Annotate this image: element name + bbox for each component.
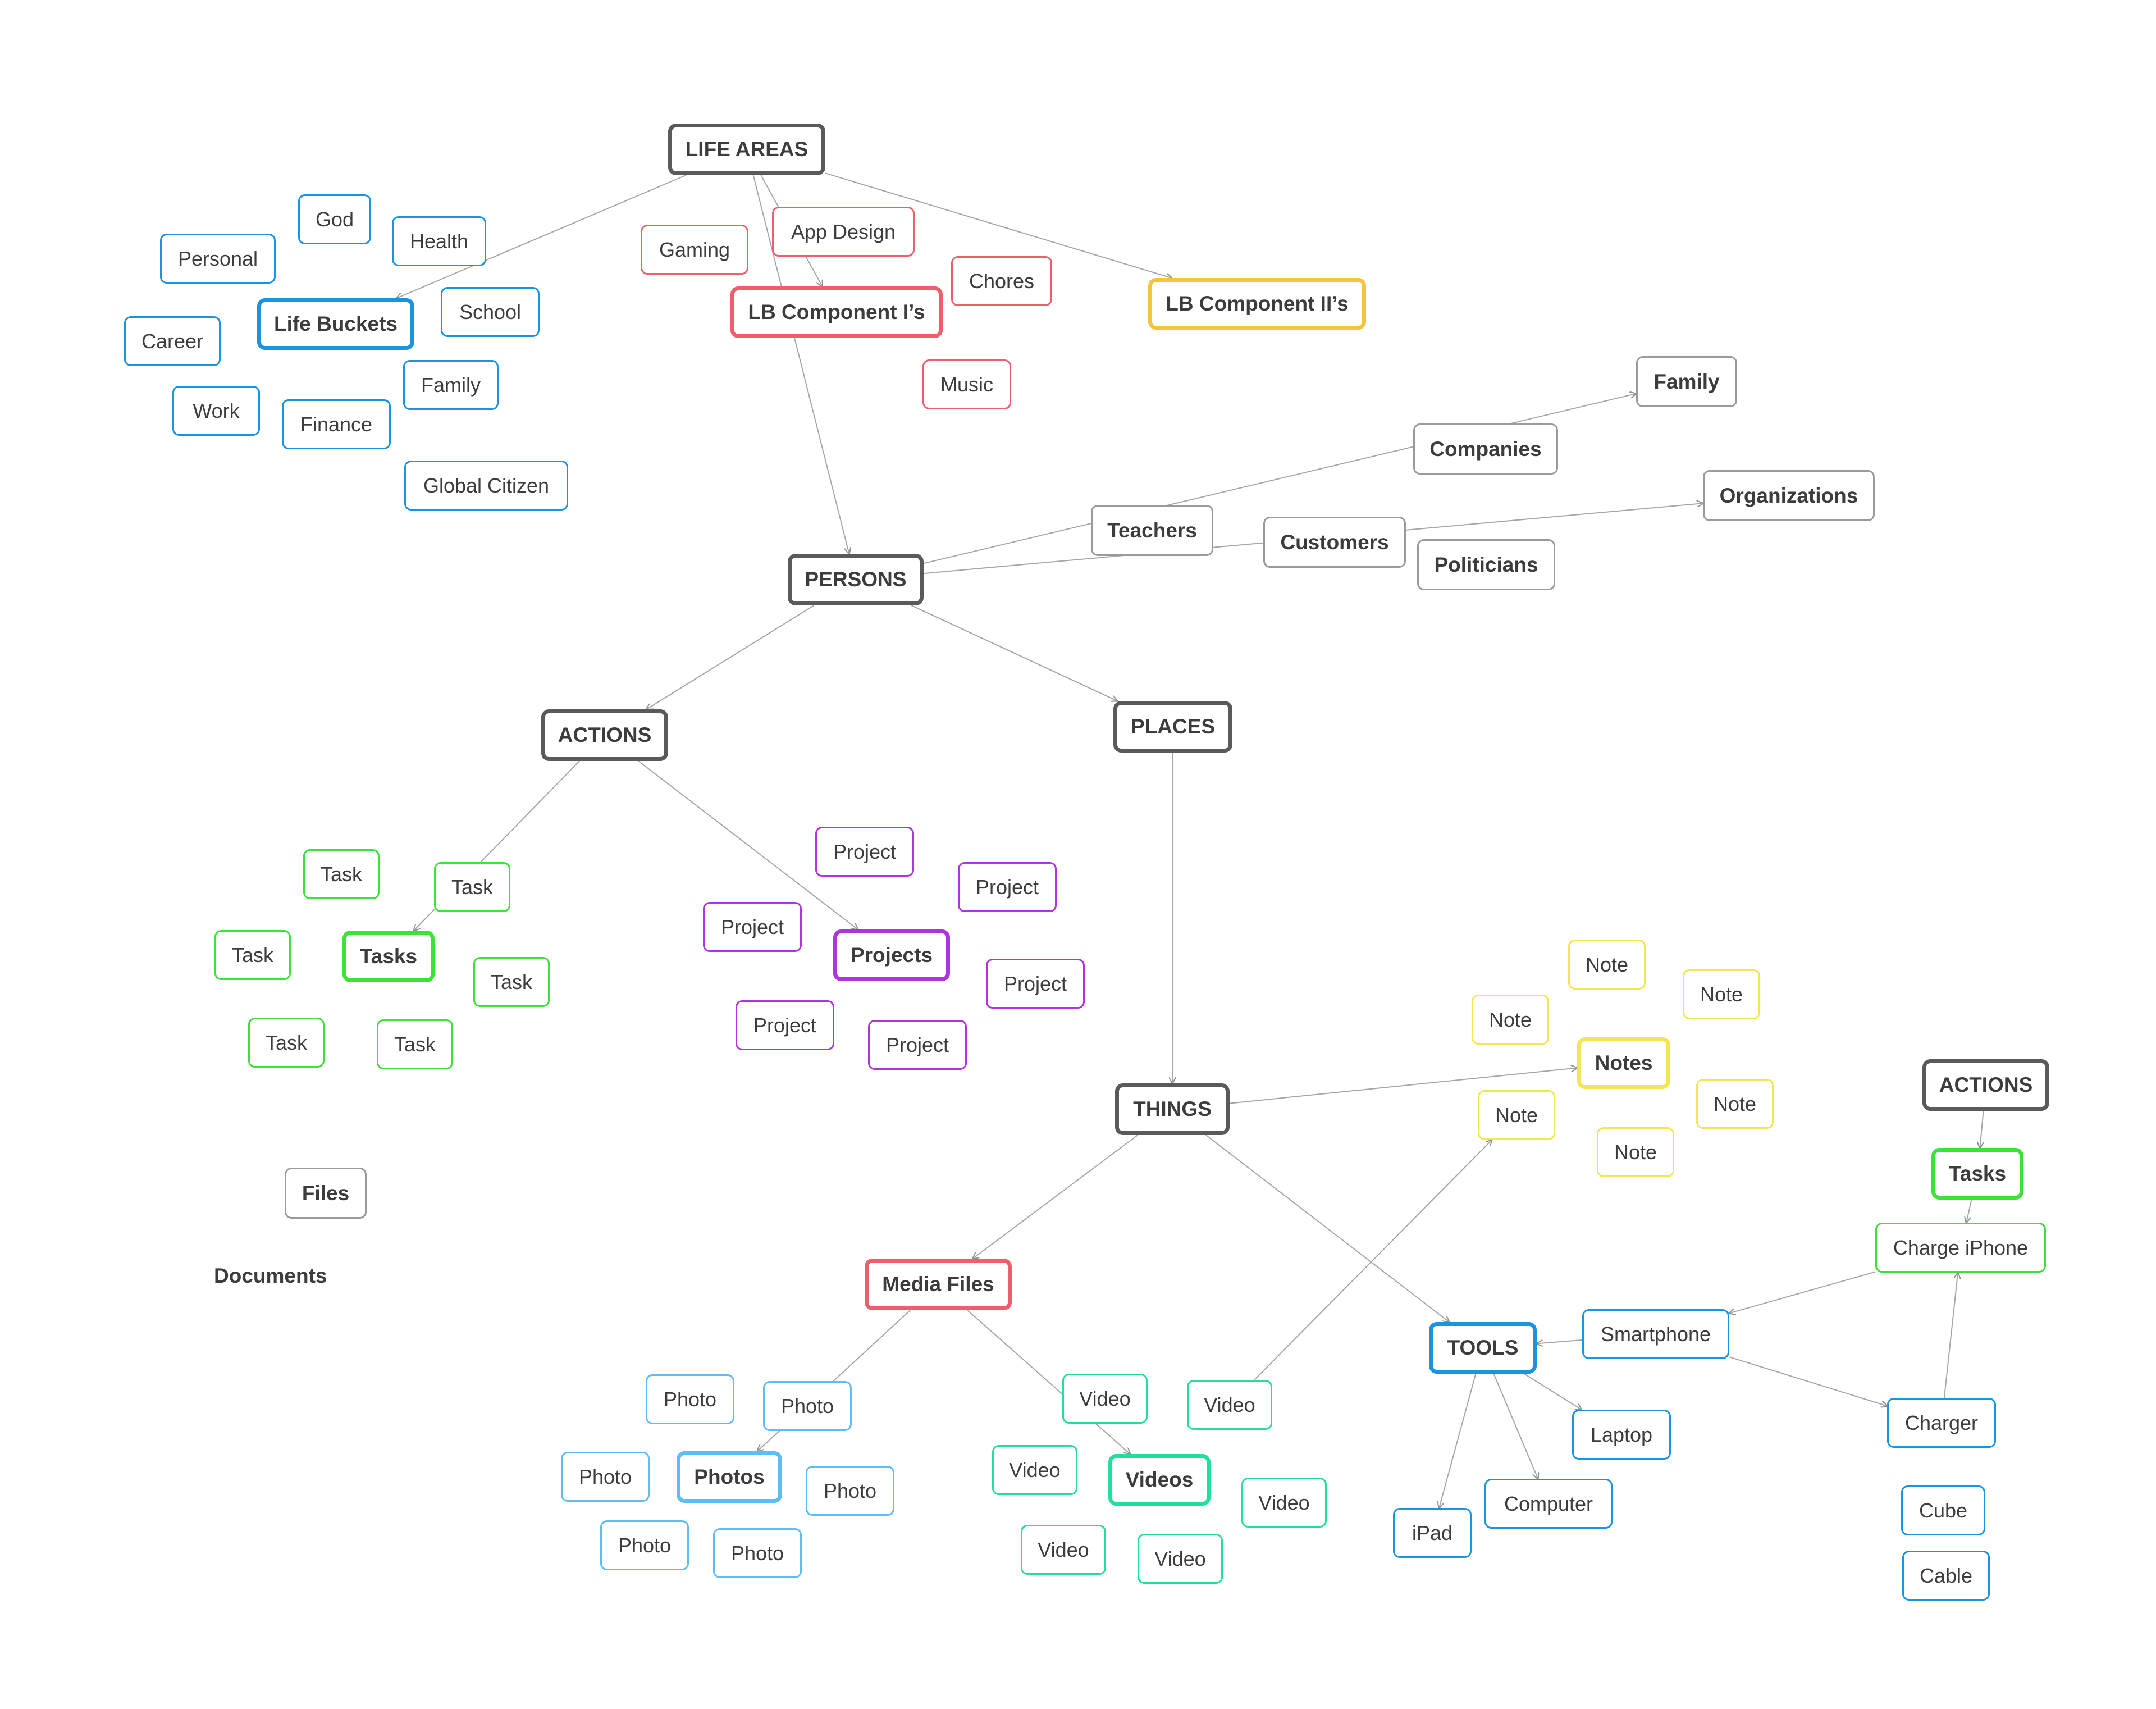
node-video[interactable]: Video [1062,1374,1148,1424]
node-notes[interactable]: Notes [1577,1037,1670,1089]
node-media-files[interactable]: Media Files [865,1259,1012,1310]
node-teachers[interactable]: Teachers [1091,505,1213,556]
node-chores[interactable]: Chores [951,256,1052,306]
node-task[interactable]: Task [473,957,550,1007]
node-photo[interactable]: Photo [646,1374,734,1424]
node-note[interactable]: Note [1478,1090,1555,1140]
node-photo[interactable]: Photo [806,1466,894,1516]
connector-arrow [1524,1373,1582,1410]
connector-arrow [825,172,1172,278]
connector-arrow [1980,1110,1984,1148]
node-task[interactable]: Task [214,930,291,980]
node-note[interactable]: Note [1696,1079,1774,1129]
node-note[interactable]: Note [1472,995,1549,1045]
node-video[interactable]: Video [1138,1534,1223,1584]
connector-arrow [1493,1373,1538,1479]
node-cable[interactable]: Cable [1902,1551,1990,1601]
node-tasks[interactable]: Tasks [342,931,435,982]
node-video[interactable]: Video [1187,1380,1272,1430]
node-project[interactable]: Project [815,827,914,877]
node-photo[interactable]: Photo [561,1452,650,1502]
node-family-life[interactable]: Family [403,360,499,410]
node-files[interactable]: Files [285,1168,367,1219]
node-politicians[interactable]: Politicians [1417,539,1555,590]
node-lb-component-1[interactable]: LB Component I’s [730,286,943,338]
node-school[interactable]: School [441,287,540,337]
node-personal[interactable]: Personal [160,234,276,284]
node-photos[interactable]: Photos [677,1451,782,1503]
node-photo[interactable]: Photo [600,1520,689,1570]
node-gaming[interactable]: Gaming [641,225,748,275]
connector-arrow [1439,1373,1477,1508]
node-family-person[interactable]: Family [1636,356,1737,407]
node-task[interactable]: Task [434,862,510,912]
label-documents[interactable]: Documents [214,1264,327,1287]
node-note[interactable]: Note [1597,1127,1674,1177]
node-project[interactable]: Project [868,1020,967,1070]
node-persons[interactable]: PERSONS [788,554,924,605]
node-photo[interactable]: Photo [763,1381,852,1431]
connector-arrow [1729,1271,1876,1314]
node-projects[interactable]: Projects [833,929,950,981]
node-ipad[interactable]: iPad [1393,1508,1472,1558]
connector-arrow [1943,1273,1958,1398]
node-life-buckets[interactable]: Life Buckets [257,298,414,350]
node-companies[interactable]: Companies [1413,423,1558,475]
node-project[interactable]: Project [736,1000,834,1050]
connector-arrow [396,175,687,298]
node-life-areas[interactable]: LIFE AREAS [668,124,825,175]
connector-arrow [967,1310,1130,1454]
node-god[interactable]: God [298,194,371,244]
node-places[interactable]: PLACES [1113,701,1232,753]
connector-arrow [638,760,858,929]
node-project[interactable]: Project [986,959,1085,1009]
connector-arrow [1172,752,1173,1083]
node-note[interactable]: Note [1568,940,1646,990]
node-global-citizen[interactable]: Global Citizen [404,461,568,511]
node-task[interactable]: Task [377,1019,453,1069]
node-finance[interactable]: Finance [282,399,391,449]
connector-arrow [1205,1134,1449,1322]
connector-arrow [1229,1068,1577,1104]
node-organizations[interactable]: Organizations [1703,470,1875,521]
node-photo[interactable]: Photo [713,1528,802,1578]
node-note[interactable]: Note [1683,969,1760,1019]
node-tasks-secondary[interactable]: Tasks [1931,1148,2023,1200]
connector-arrow [646,605,815,709]
connector-arrow [1966,1199,1972,1223]
node-music[interactable]: Music [922,359,1011,409]
node-tools[interactable]: TOOLS [1429,1322,1537,1374]
connector-arrow [752,175,849,554]
node-app-design[interactable]: App Design [772,207,915,257]
node-video[interactable]: Video [1021,1525,1106,1575]
connector-arrow [1729,1356,1887,1406]
node-smartphone[interactable]: Smartphone [1582,1309,1729,1359]
connector-arrow [1537,1339,1583,1343]
node-actions[interactable]: ACTIONS [541,709,668,761]
node-video[interactable]: Video [992,1445,1077,1495]
node-work[interactable]: Work [172,386,260,436]
node-video[interactable]: Video [1241,1478,1327,1528]
node-charger[interactable]: Charger [1887,1398,1996,1448]
node-customers[interactable]: Customers [1263,517,1406,568]
node-cube[interactable]: Cube [1901,1485,1985,1535]
node-task[interactable]: Task [303,849,380,899]
node-career[interactable]: Career [124,316,221,366]
node-actions-secondary[interactable]: ACTIONS [1922,1059,2049,1111]
node-things[interactable]: THINGS [1115,1083,1230,1135]
connector-arrow [1254,1140,1492,1380]
node-laptop[interactable]: Laptop [1572,1410,1671,1460]
connector-arrow [911,605,1117,701]
node-charge-iphone[interactable]: Charge iPhone [1875,1223,2046,1273]
node-computer[interactable]: Computer [1484,1479,1613,1529]
node-videos[interactable]: Videos [1108,1454,1211,1506]
node-health[interactable]: Health [392,216,486,266]
connector-arrow [923,394,1636,564]
node-lb-component-2[interactable]: LB Component II’s [1148,278,1366,330]
connector-arrow [972,1134,1139,1259]
node-project[interactable]: Project [703,902,802,952]
node-project[interactable]: Project [958,862,1057,912]
node-task[interactable]: Task [248,1018,325,1068]
